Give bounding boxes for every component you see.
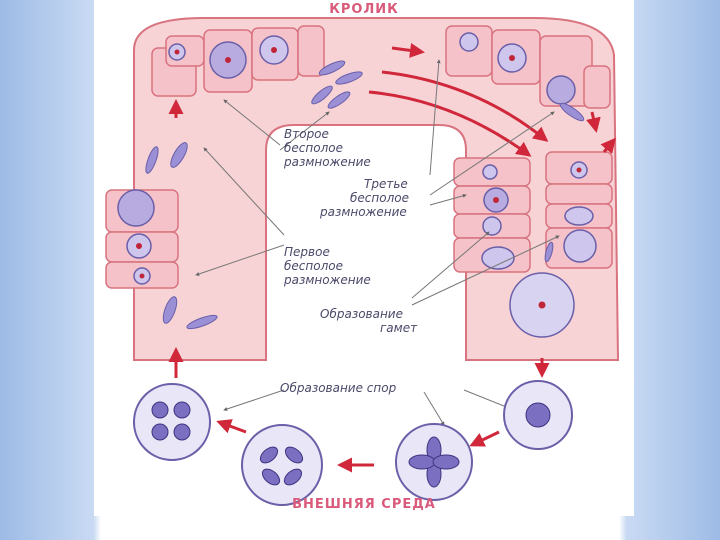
label-first-line2: бесполое: [284, 259, 343, 273]
diagram-slide: КРОЛИК ВНЕШНЯЯ СРЕДА Второе бесполое раз…: [94, 0, 634, 516]
coccidia-life-cycle-diagram: КРОЛИК ВНЕШНЯЯ СРЕДА Второе бесполое раз…: [105, 2, 620, 512]
sporocysts: [151, 401, 551, 488]
nuclei: [136, 47, 582, 309]
label-pointer-lines: [195, 59, 560, 426]
label-second-line2: бесполое: [284, 141, 343, 155]
label-gamete-line1: Образование: [320, 307, 403, 321]
label-second-line3: размножение: [283, 155, 371, 169]
label-second-asexual: Второе бесполое размножение: [283, 127, 371, 169]
label-first-line3: размножение: [283, 273, 371, 287]
label-third-line2: бесполое: [350, 191, 409, 205]
label-first-asexual: Первое бесполое размножение: [283, 245, 371, 287]
label-second-line1: Второе: [284, 127, 329, 141]
label-first-line1: Первое: [284, 245, 330, 259]
label-spore-formation: Образование спор: [280, 381, 397, 395]
cycle-flow-arrows: [168, 42, 616, 473]
free-merozoites: [145, 60, 585, 330]
intestinal-tissue: [133, 17, 620, 361]
label-third-line3: размножение: [319, 205, 407, 219]
oocyst-stages: [133, 380, 573, 506]
title-external-environment: ВНЕШНЯЯ СРЕДА: [292, 497, 436, 512]
label-third-asexual: Третье бесполое размножение: [319, 177, 409, 219]
label-gamete-line2: гамет: [380, 321, 418, 335]
label-gamete-formation: Образование гамет: [320, 307, 418, 335]
title-rabbit: КРОЛИК: [329, 2, 399, 17]
label-third-line1: Третье: [364, 177, 408, 191]
